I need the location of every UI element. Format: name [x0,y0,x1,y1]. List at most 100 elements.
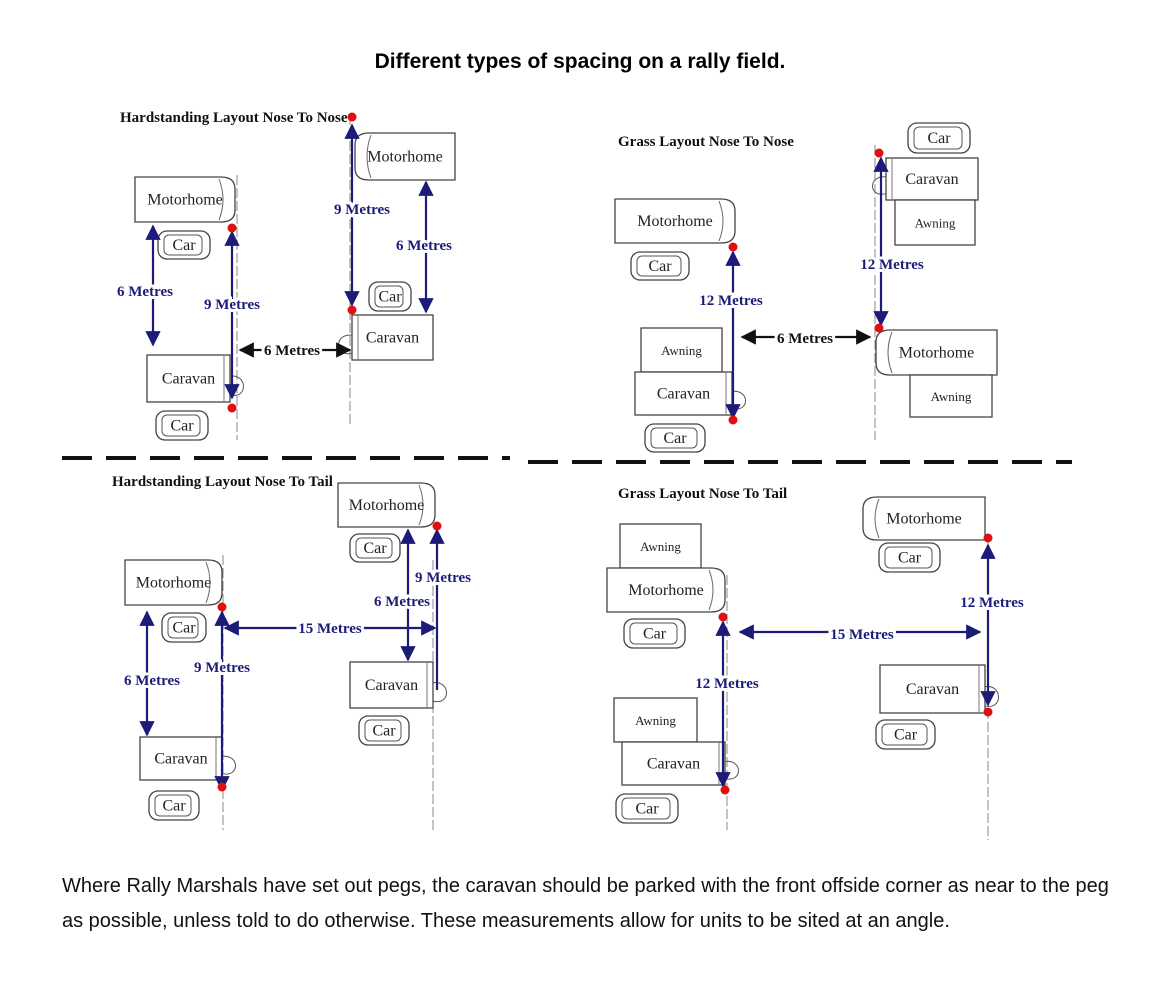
measurement-label: 9 Metres [194,660,250,676]
car-label: Car [898,550,922,567]
car-label: Car [162,798,186,815]
motorhome-label: Motorhome [628,582,704,599]
car-shape: Car [157,230,211,260]
car-label: Car [172,237,196,254]
caravan-shape: Caravan [146,354,244,403]
car-shape: Car [358,715,410,746]
car-label: Car [643,626,667,643]
caravan-shape: Caravan [634,371,746,416]
caravan-shape: Caravan [621,741,739,786]
caravan-shape: Caravan [349,661,447,709]
motorhome-shape: Motorhome [614,198,736,244]
motorhome-shape: Motorhome [124,559,223,606]
motorhome-label: Motorhome [136,575,212,592]
awning-label: Awning [640,539,681,554]
car-label: Car [172,620,196,637]
peg-marker [217,782,227,792]
car-label: Car [170,418,194,435]
car-label: Car [378,289,402,306]
caravan-label: Caravan [647,756,700,773]
car-shape: Car [161,612,207,643]
measurement-label: 12 Metres [695,676,759,692]
motorhome-label: Motorhome [147,192,223,209]
car-label: Car [894,727,918,744]
peg-marker [217,602,227,612]
caravan-shape: Caravan [338,314,434,361]
car-shape: Car [349,533,401,563]
peg-marker [983,707,993,717]
caravan-label: Caravan [366,330,419,347]
awning-label: Awning [915,216,956,231]
motorhome-label: Motorhome [886,511,962,528]
awning-label: Awning [635,713,676,728]
caravan-label: Caravan [905,171,958,188]
car-shape: Car [148,790,200,821]
car-shape: Car [368,281,412,312]
measurement-label: 15 Metres [298,621,362,637]
car-label: Car [927,130,951,147]
measurement-label: 12 Metres [860,257,924,273]
footer-note: Where Rally Marshals have set out pegs, … [62,875,1109,932]
panel-heading: Grass Layout Nose To Nose [618,134,794,150]
motorhome-label: Motorhome [637,213,713,230]
car-shape: Car [615,793,679,824]
measurement-label: 6 Metres [777,331,833,347]
motorhome-label: Motorhome [367,149,443,166]
peg-marker [874,148,884,158]
car-shape: Car [623,618,686,649]
awning-shape: Awning [640,327,723,373]
motorhome-label: Motorhome [899,345,975,362]
peg-marker [728,242,738,252]
measurement-label: 9 Metres [334,202,390,218]
peg-marker [983,533,993,543]
diagram-title: Different types of spacing on a rally fi… [374,50,786,73]
panel-heading: Hardstanding Layout Nose To Tail [112,474,333,490]
panel-heading: Hardstanding Layout Nose To Nose [120,110,348,126]
caravan-shape: Caravan [872,157,979,201]
car-shape: Car [155,410,209,441]
car-shape: Car [630,251,690,281]
car-label: Car [635,801,659,818]
peg-marker [227,223,237,233]
measurement-label: 9 Metres [415,570,471,586]
measurement-label: 6 Metres [124,673,180,689]
motorhome-shape: Motorhome [134,176,236,223]
measurement-label: 6 Metres [264,343,320,359]
car-label: Car [648,258,672,275]
car-shape: Car [644,423,706,453]
motorhome-shape: Motorhome [875,329,998,376]
motorhome-shape: Motorhome [862,496,986,541]
motorhome-label: Motorhome [349,497,425,514]
car-shape: Car [875,719,936,750]
car-shape: Car [907,122,971,154]
peg-marker [728,415,738,425]
measurement-label: 12 Metres [960,595,1024,611]
measurement-label: 9 Metres [204,297,260,313]
peg-marker [347,112,357,122]
peg-marker [720,785,730,795]
panel-heading: Grass Layout Nose To Tail [618,486,787,502]
awning-label: Awning [931,389,972,404]
caravan-shape: Caravan [139,736,236,781]
car-label: Car [363,540,387,557]
motorhome-shape: Motorhome [354,132,456,181]
awning-label: Awning [661,343,702,358]
awning-shape: Awning [619,523,702,569]
measurement-label: 6 Metres [117,284,173,300]
measurement-label: 6 Metres [374,594,430,610]
peg-marker [227,403,237,413]
caravan-label: Caravan [154,751,207,768]
peg-marker [347,305,357,315]
caravan-label: Caravan [906,681,959,698]
measurement-label: 6 Metres [396,238,452,254]
car-shape: Car [878,542,941,573]
awning-shape: Awning [613,697,698,743]
caravan-shape: Caravan [879,664,999,714]
caravan-label: Caravan [162,371,215,388]
peg-marker [874,323,884,333]
motorhome-shape: Motorhome [606,567,726,613]
motorhome-shape: Motorhome [337,482,436,528]
caravan-label: Caravan [365,677,418,694]
